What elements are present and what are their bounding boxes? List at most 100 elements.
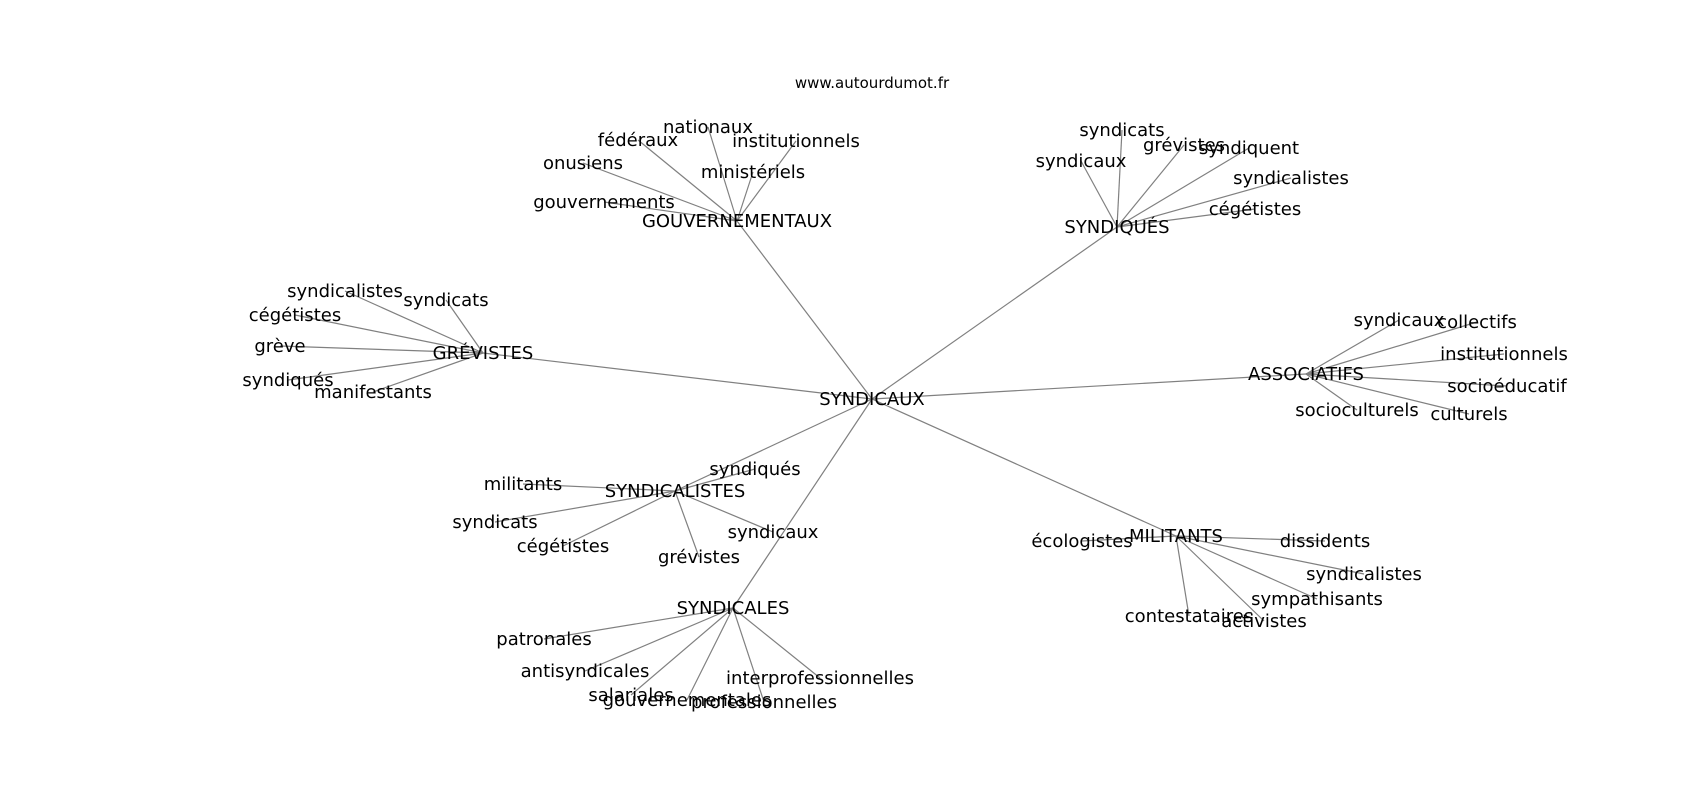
leaf-node: socioculturels (1295, 400, 1419, 421)
leaf-edge (1116, 129, 1123, 228)
leaf-node: professionnelles (691, 692, 837, 713)
leaf-edge (1080, 160, 1118, 228)
watermark: www.autourdumot.fr (795, 74, 950, 92)
cluster-node: SYNDICALES (677, 598, 790, 619)
leaf-edge (1081, 535, 1177, 542)
leaf-node: contestataires (1125, 606, 1253, 627)
leaf-node: syndiqués (709, 459, 800, 480)
leaf-edge (1116, 208, 1256, 228)
leaf-node: socioéducatif (1447, 376, 1567, 397)
root-edge (871, 398, 1177, 537)
leaf-node: syndicats (1079, 120, 1164, 141)
root-edge (732, 398, 873, 609)
leaf-node: sympathisants (1251, 589, 1383, 610)
leaf-node: institutionnels (732, 131, 860, 152)
leaf-edge (1175, 535, 1190, 617)
cluster-node: GOUVERNEMENTAUX (642, 211, 832, 232)
leaf-edge (630, 607, 734, 696)
leaf-node: syndicaux (728, 522, 819, 543)
leaf-edge (582, 162, 738, 222)
leaf-node: grévistes (658, 547, 740, 568)
leaf-edge (1175, 535, 1265, 622)
edges (279, 126, 1508, 703)
leaf-edge (736, 171, 754, 222)
root-edge (482, 352, 873, 400)
leaf-node: interprofessionnelles (726, 668, 914, 689)
leaf-node: syndiqués (242, 370, 333, 391)
leaf-edge (686, 607, 734, 701)
leaf-node: manifestants (314, 382, 432, 403)
leaf-edge (1175, 535, 1318, 600)
leaf-node: syndicalistes (1233, 168, 1349, 189)
leaf-node: nationaux (663, 117, 753, 138)
root-node: SYNDICAUX (819, 389, 924, 410)
leaf-node: syndicaux (1354, 310, 1445, 331)
leaf-edge (674, 468, 756, 492)
leaf-edge (372, 352, 484, 393)
leaf-edge (279, 345, 484, 354)
labels: SYNDICAUX GOUVERNEMENTAUX nationauxfédérau… (242, 117, 1567, 713)
leaf-node: syndicats (403, 290, 488, 311)
cluster-node: SYNDIQUÉS (1064, 216, 1169, 238)
leaf-edge (562, 490, 676, 547)
leaf-node: dissidents (1280, 531, 1371, 552)
leaf-edge (732, 607, 821, 679)
leaf-node: institutionnels (1440, 344, 1568, 365)
leaf-node: syndicaux (1036, 151, 1127, 172)
leaf-edge (1175, 535, 1365, 575)
leaf-edge (287, 352, 484, 381)
leaf-edge (1175, 535, 1326, 542)
leaf-node: ministériels (701, 162, 805, 183)
leaf-edge (584, 607, 734, 672)
leaf-node: syndiquent (1199, 138, 1299, 159)
root-edge (871, 226, 1118, 400)
leaf-node: salariales (588, 685, 673, 706)
leaf-node: culturels (1430, 404, 1507, 425)
leaf-node: activistes (1221, 611, 1307, 632)
leaf-node: écologistes (1031, 531, 1132, 552)
leaf-node: onusiens (543, 153, 623, 174)
leaf-node: collectifs (1437, 312, 1517, 333)
leaf-node: gouvernementales (603, 690, 772, 711)
leaf-edge (445, 299, 484, 354)
leaf-edge (707, 126, 738, 222)
leaf-edge (543, 607, 734, 640)
leaf-edge (1305, 321, 1478, 375)
leaf-node: cégétistes (1209, 199, 1301, 220)
root-edge (674, 398, 873, 492)
leaf-node: antisyndicales (521, 661, 650, 682)
leaf-edge (732, 607, 765, 703)
leaf-edge (736, 140, 797, 222)
cluster-node: SYNDICALISTES (605, 481, 746, 502)
leaf-node: patronales (496, 629, 591, 650)
leaf-edge (522, 483, 676, 492)
leaf-edge (1116, 177, 1292, 228)
leaf-edge (603, 201, 738, 222)
leaf-node: syndicalistes (287, 281, 403, 302)
leaf-edge (637, 139, 738, 222)
cluster-node: ASSOCIATIFS (1248, 364, 1364, 385)
root-edge (736, 220, 873, 400)
leaf-edge (674, 490, 774, 533)
leaf-edge (1305, 373, 1358, 411)
leaf-edge (294, 314, 484, 354)
leaf-edge (1116, 147, 1250, 228)
leaf-node: grévistes (1143, 135, 1225, 156)
leaf-node: cégétistes (249, 305, 341, 326)
leaf-node: syndicats (452, 512, 537, 533)
leaf-edge (1305, 353, 1505, 375)
leaf-edge (1305, 373, 1508, 387)
leaf-node: fédéraux (598, 130, 679, 151)
leaf-node: grève (254, 336, 305, 357)
leaf-edge (1116, 144, 1185, 228)
cluster-node: GRÉVISTES (433, 342, 534, 364)
leaf-node: gouvernements (533, 192, 675, 213)
leaf-edge (674, 490, 700, 558)
leaf-edge (494, 490, 676, 523)
leaf-edge (344, 290, 484, 354)
leaf-node: cégétistes (517, 536, 609, 557)
leaf-edge (1305, 373, 1470, 415)
root-edge (871, 373, 1307, 400)
cluster-node: MILITANTS (1129, 526, 1223, 547)
